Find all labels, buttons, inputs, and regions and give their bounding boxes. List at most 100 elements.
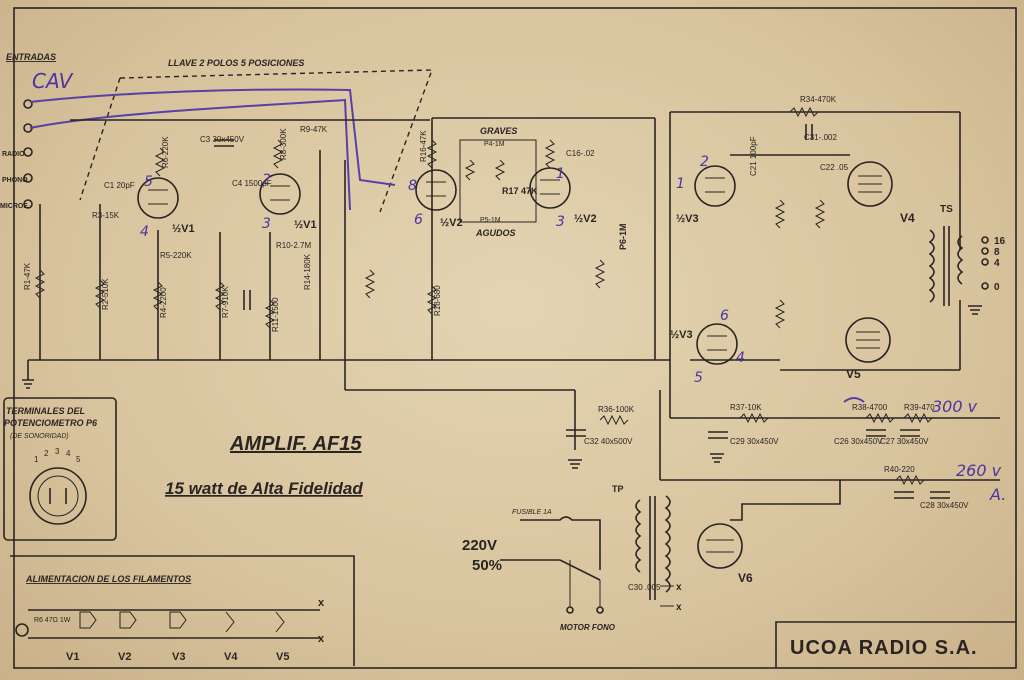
svg-text:V3: V3: [172, 651, 185, 663]
filaments-box: ALIMENTACION DE LOS FILAMENTOS R6 47Ω 1W…: [10, 555, 355, 666]
agudos-label: AGUDOS: [475, 228, 516, 238]
svg-text:8: 8: [408, 178, 417, 194]
tube-v2b-label: ½V2: [574, 213, 597, 225]
svg-text:x: x: [318, 597, 325, 609]
filament-resistor: R6 47Ω 1W: [34, 617, 71, 624]
tone-control: GRAVES P4-1M R17 47K P5-1M AGUDOS: [459, 126, 538, 238]
svg-text:C31-.002: C31-.002: [804, 133, 837, 142]
purple-tube-marks: 5 4 2 3 8 6 1 3 2 1 6 4 5: [140, 154, 745, 386]
svg-text:R39-470: R39-470: [904, 403, 935, 412]
svg-text:V2: V2: [118, 651, 131, 663]
potentiometer-box: TERMINALES DEL POTENCIOMETRO P6 (DE SONO…: [3, 397, 117, 541]
r17-label: R17 47K: [502, 186, 538, 196]
svg-text:5: 5: [694, 370, 703, 386]
filaments-title: ALIMENTACION DE LOS FILAMENTOS: [25, 574, 191, 584]
svg-text:4: 4: [66, 449, 71, 458]
svg-text:300 v: 300 v: [932, 397, 978, 416]
input-label-radio: RADIO: [2, 151, 25, 158]
inputs-title: ENTRADAS: [6, 52, 56, 62]
purple-annotation-2: [29, 98, 351, 211]
svg-text:C4 1500pF: C4 1500pF: [232, 179, 272, 188]
svg-text:TERMINALES DEL: TERMINALES DEL: [6, 406, 85, 416]
fuse-label: FUSIBLE 1A: [512, 509, 552, 516]
svg-text:R16-47K: R16-47K: [419, 130, 428, 162]
svg-text:A.: A.: [989, 485, 1006, 504]
svg-text:R38-4700: R38-4700: [852, 403, 888, 412]
graves-label: GRAVES: [480, 126, 517, 136]
tap-4: 4: [994, 258, 1000, 269]
svg-text:C26 30x450V: C26 30x450V: [834, 437, 883, 446]
company-name: UCOA RADIO S.A.: [790, 637, 978, 659]
svg-text:R34-470K: R34-470K: [800, 95, 837, 104]
company-box: UCOA RADIO S.A.: [775, 621, 1016, 668]
inputs-section: ENTRADAS CAV RADIO PHONO MICROF. LLAVE 2…: [0, 52, 434, 213]
svg-text:C21 100pF: C21 100pF: [749, 136, 758, 176]
svg-text:C32 40x500V: C32 40x500V: [584, 437, 633, 446]
svg-text:V5: V5: [276, 651, 289, 663]
main-wiring: [27, 111, 1000, 481]
tube-v3a: ½V3: [676, 165, 736, 225]
svg-text:C30 .005: C30 .005: [628, 583, 661, 592]
tap-16: 16: [994, 236, 1006, 247]
svg-text:4: 4: [140, 224, 149, 240]
voltage-label: 220V: [462, 537, 497, 554]
capacitors: [214, 124, 950, 499]
svg-text:C27 30x450V: C27 30x450V: [880, 437, 929, 446]
svg-text:R14-180K: R14-180K: [303, 253, 312, 290]
svg-text:R1-47K: R1-47K: [23, 262, 32, 290]
power-section: TP 220V 50% FUSIBLE 1A MOTOR FONO x x: [462, 480, 841, 632]
p5-label: P5-1M: [480, 217, 501, 224]
motor-label: MOTOR FONO: [560, 623, 616, 632]
svg-text:5: 5: [144, 174, 153, 190]
amp-subtitle: 15 watt de Alta Fidelidad: [165, 479, 363, 498]
freq-label: 50%: [472, 557, 502, 574]
svg-text:C22 .05: C22 .05: [820, 163, 849, 172]
input-jack-1: [23, 99, 33, 109]
tap-8: 8: [994, 247, 1000, 258]
svg-text:C1 20pF: C1 20pF: [104, 181, 135, 190]
tube-v1a: ½V1: [137, 177, 195, 235]
output-transformer: TS 16 8 4 0: [928, 204, 1006, 306]
p4-label: P4-1M: [484, 141, 505, 148]
svg-text:P6-1M: P6-1M: [618, 223, 628, 250]
tube-v3b: ½V3: [670, 323, 738, 365]
switch-outline: [79, 69, 434, 213]
pot-body: [29, 467, 87, 525]
svg-text:POTENCIOMETRO P6: POTENCIOMETRO P6: [4, 418, 98, 428]
tube-v1b-label: ½V1: [294, 219, 317, 231]
svg-text:2: 2: [44, 449, 49, 458]
svg-text:R7-910K: R7-910K: [221, 286, 230, 318]
tube-v5-label: V5: [846, 367, 861, 381]
svg-text:R5-220K: R5-220K: [160, 251, 192, 260]
tube-v6: V6: [697, 523, 753, 585]
svg-text:R2-510K: R2-510K: [101, 278, 110, 310]
outer-border: [13, 7, 1017, 669]
input-label-microf: MICROF.: [0, 203, 29, 210]
svg-text:1: 1: [676, 176, 685, 192]
svg-text:C28 30x450V: C28 30x450V: [920, 501, 969, 510]
tube-v6-label: V6: [738, 571, 753, 585]
svg-text:6: 6: [720, 308, 729, 324]
handwritten-cav: CAV: [32, 69, 74, 93]
tube-v1b: ½V1: [259, 173, 317, 231]
input-jack-radio: [23, 147, 33, 157]
handwritten-notes: 300 v 260 v A.: [843, 397, 1006, 504]
tube-v2a-label: ½V2: [440, 217, 463, 229]
amp-title: AMPLIF. AF15: [229, 433, 362, 455]
svg-text:R6-220K: R6-220K: [161, 136, 170, 168]
svg-text:3: 3: [262, 216, 271, 232]
svg-text:4: 4: [736, 350, 745, 366]
purple-annotation-1: [29, 88, 396, 186]
tube-v3b-label: ½V3: [670, 329, 693, 341]
svg-text:2: 2: [700, 154, 709, 170]
svg-text:R36-100K: R36-100K: [598, 405, 635, 414]
svg-text:1: 1: [34, 455, 39, 464]
svg-text:R10-2.7M: R10-2.7M: [276, 241, 311, 250]
svg-text:R37-10K: R37-10K: [730, 403, 762, 412]
tap-0: 0: [994, 282, 1000, 293]
input-label-phono: PHONO: [2, 177, 28, 184]
svg-text:R11-1500: R11-1500: [271, 297, 280, 332]
component-labels: R1-47K R2-510K R3-15K R4-2200 R5-220K R6…: [23, 95, 969, 592]
svg-text:R18-680: R18-680: [433, 285, 442, 316]
